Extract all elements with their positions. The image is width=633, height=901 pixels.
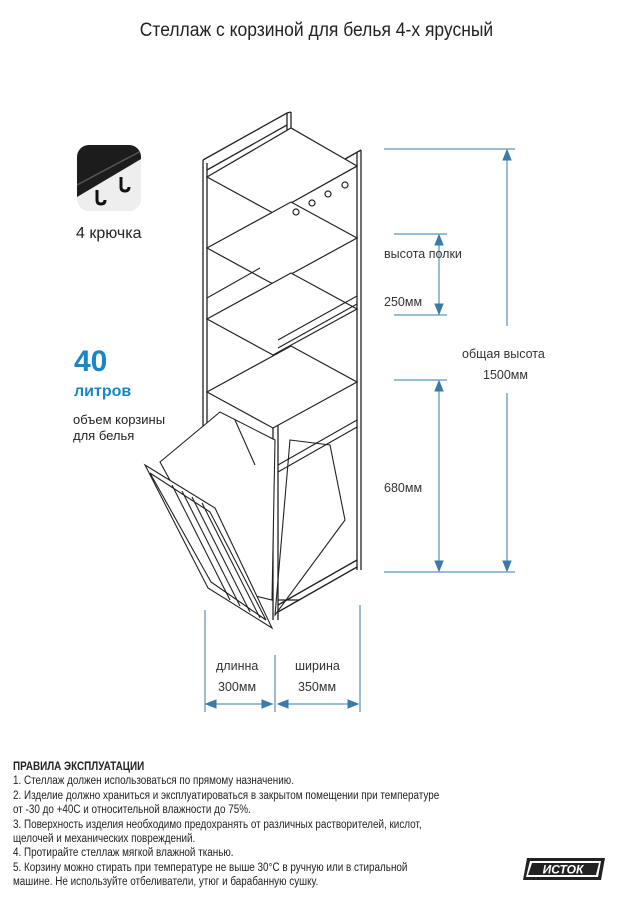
shelf-height-label: высота полки xyxy=(384,247,462,261)
total-height-value: 1500мм xyxy=(483,368,528,382)
dimension-lines xyxy=(204,148,515,712)
page-title: Стеллаж с корзиной для белья 4-х ярусный xyxy=(139,20,494,41)
brand-logo: ИСТОК xyxy=(521,856,607,882)
hook-icons xyxy=(292,181,349,216)
length-label: длинна xyxy=(216,659,259,673)
basket-volume-description: объем корзины для белья xyxy=(73,412,166,443)
laundry-basket xyxy=(143,411,346,630)
rule-item: 5. Корзину можно стирать при температуре… xyxy=(13,861,408,889)
basket-height-value: 680мм xyxy=(384,481,423,495)
usage-rules: ПРАВИЛА ЭКСПЛУАТАЦИИ 1. Стеллаж должен и… xyxy=(13,760,443,890)
hooks-label: 4 крючка xyxy=(76,225,142,242)
hooks-photo xyxy=(77,145,141,211)
shelf-4 xyxy=(205,345,359,429)
shelf-3 xyxy=(205,272,359,356)
width-label: ширина xyxy=(295,659,340,673)
rack-drawing xyxy=(143,111,515,712)
width-value: 350мм xyxy=(298,680,337,694)
total-height-label: общая высота xyxy=(462,347,545,361)
svg-text:ИСТОК: ИСТОК xyxy=(543,863,585,877)
rule-item: 4. Протирайте стеллаж мягкой влажной тка… xyxy=(13,847,234,860)
rules-heading: ПРАВИЛА ЭКСПЛУАТАЦИИ xyxy=(13,761,145,773)
basket-volume-unit: литров xyxy=(74,383,132,400)
shelf-2 xyxy=(205,201,359,285)
length-value: 300мм xyxy=(218,680,257,694)
shelves xyxy=(205,127,359,429)
rule-item: 1. Стеллаж должен использоваться по прям… xyxy=(13,775,294,788)
rule-item: 3. Поверхность изделия необходимо предох… xyxy=(13,818,422,846)
side-rails xyxy=(206,267,358,473)
basket-front-panel xyxy=(143,463,274,630)
rule-item: 2. Изделие должно храниться и эксплуатир… xyxy=(13,789,440,817)
basket-volume-number: 40 xyxy=(74,345,108,378)
shelf-height-value: 250мм xyxy=(384,295,423,309)
shelf-1 xyxy=(205,127,359,214)
